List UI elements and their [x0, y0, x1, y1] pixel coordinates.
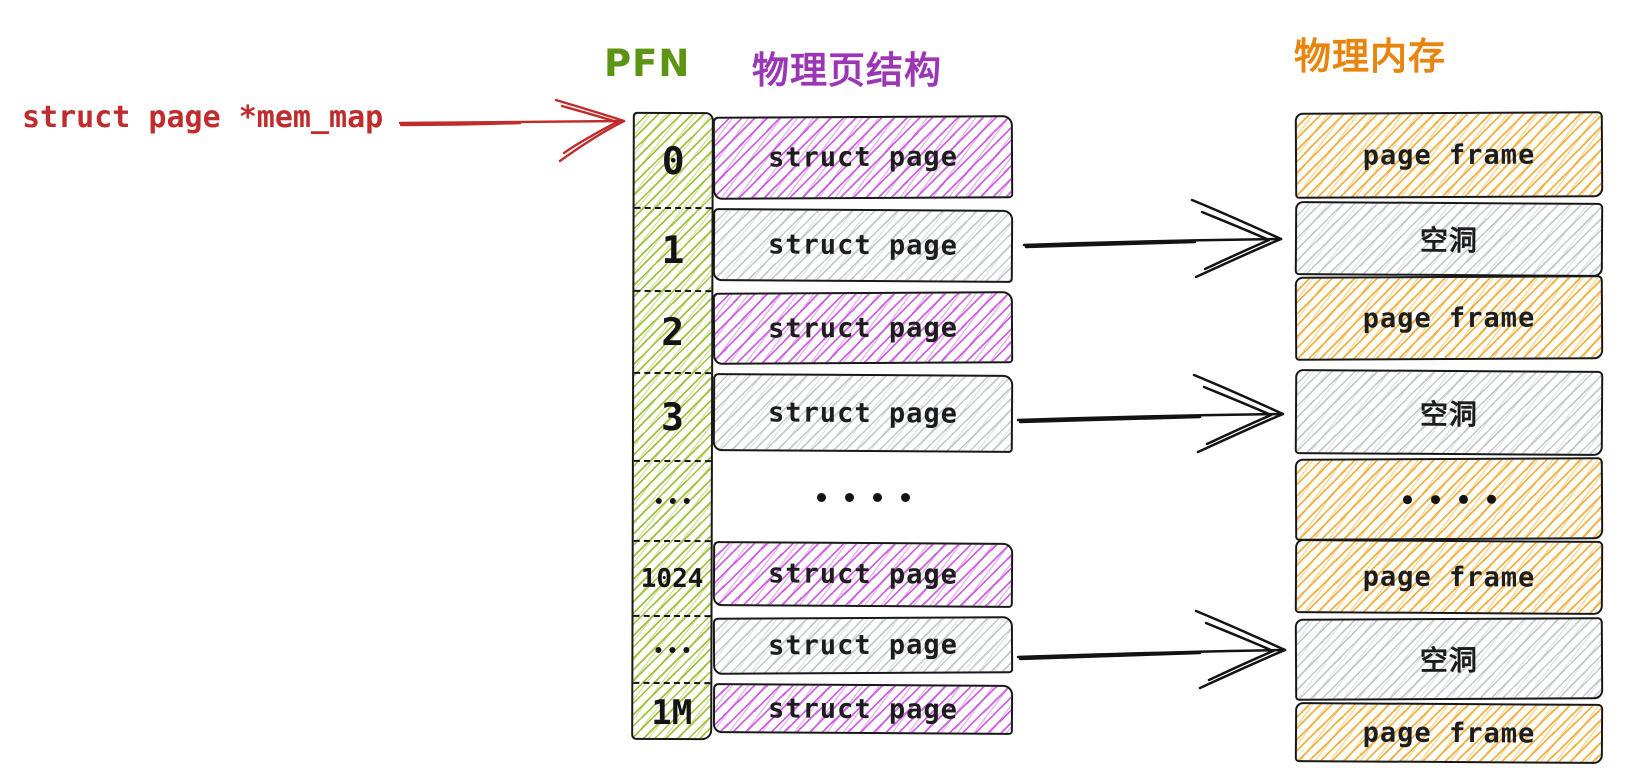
- pfn-value: 2: [661, 309, 685, 355]
- memory-box-label: page frame: [1362, 716, 1536, 750]
- page-frame-box: page frame: [1294, 111, 1604, 199]
- pfn-value: 1M: [651, 692, 693, 734]
- mem-map-arrow-icon: [398, 98, 626, 163]
- struct-page-box: struct page: [712, 115, 1014, 200]
- struct-page-box: struct page: [712, 541, 1014, 608]
- pfn-cell: 1024: [633, 539, 711, 616]
- struct-page-label: struct page: [768, 141, 958, 174]
- pfn-cell: 1: [634, 206, 712, 291]
- struct-page-label: struct page: [768, 312, 958, 344]
- dot-icon: [900, 492, 910, 502]
- mapping-arrow-icon: [1016, 373, 1285, 454]
- mapping-arrow-icon: [1022, 198, 1283, 279]
- pfn-value: 1024: [640, 563, 704, 594]
- struct-page-box: struct page: [712, 291, 1014, 365]
- dot-icon: [668, 646, 675, 653]
- dot-icon: [669, 497, 676, 505]
- mapping-arrow-icon: [1016, 609, 1287, 690]
- struct-page-label: struct page: [768, 629, 958, 662]
- struct-page-label: struct page: [768, 229, 958, 262]
- struct-page-label: struct page: [768, 692, 958, 726]
- pfn-cell: 3: [633, 371, 712, 461]
- dot-icon: [682, 646, 689, 653]
- pfn-column: 0 1 2 3 1024 1M: [631, 111, 714, 743]
- mem-map-pointer-label: struct page *mem_map: [22, 100, 384, 135]
- struct-page-box: struct page: [712, 616, 1014, 675]
- ellipsis-dots: [1402, 494, 1496, 504]
- memory-box-label: 空洞: [1419, 397, 1479, 431]
- pfn-value: 0: [661, 138, 685, 183]
- pfn-cell: [633, 614, 711, 683]
- memory-box-label: page frame: [1362, 560, 1536, 594]
- pfn-cell: 1M: [633, 681, 711, 743]
- memory-box-label: 空洞: [1419, 223, 1479, 258]
- memory-ellipsis-box: [1294, 457, 1604, 541]
- pfn-cell: [633, 459, 711, 541]
- dot-icon: [872, 492, 882, 502]
- pfn-cell: 2: [634, 289, 712, 373]
- physical-memory-header: 物理内存: [1294, 35, 1446, 78]
- memory-box-label: page frame: [1362, 139, 1536, 171]
- struct-page-box: struct page: [712, 373, 1014, 453]
- pfn-cell: 0: [635, 114, 712, 207]
- dot-icon: [655, 497, 662, 504]
- dot-icon: [654, 646, 661, 653]
- page-struct-header: 物理页结构: [752, 49, 942, 92]
- dot-icon: [1486, 494, 1496, 504]
- memory-box-label: 空洞: [1419, 643, 1479, 678]
- struct-page-label: struct page: [768, 396, 958, 430]
- ellipsis-dots: [655, 497, 690, 505]
- dot-icon: [683, 498, 690, 505]
- dot-icon: [816, 492, 826, 502]
- struct-page-label: struct page: [768, 558, 958, 591]
- page-frame-box: page frame: [1294, 539, 1604, 615]
- pfn-value: 3: [661, 394, 685, 440]
- ellipsis-dots: [654, 646, 689, 653]
- struct-page-box: struct page: [712, 683, 1014, 735]
- page-frame-box: page frame: [1294, 275, 1604, 361]
- memory-hole-box: 空洞: [1294, 617, 1604, 701]
- page-frame-box: page frame: [1294, 702, 1604, 764]
- ellipsis-dots: [713, 462, 1013, 532]
- memory-hole-box: 空洞: [1294, 201, 1604, 277]
- memory-box-label: page frame: [1362, 302, 1536, 334]
- memory-hole-box: 空洞: [1294, 369, 1604, 456]
- dot-icon: [844, 492, 854, 502]
- pfn-value: 1: [661, 227, 685, 272]
- struct-page-box: struct page: [712, 208, 1014, 283]
- dot-icon: [1402, 494, 1412, 504]
- dot-icon: [1458, 494, 1468, 504]
- pfn-header: PFN: [604, 42, 691, 85]
- dot-icon: [1430, 494, 1440, 504]
